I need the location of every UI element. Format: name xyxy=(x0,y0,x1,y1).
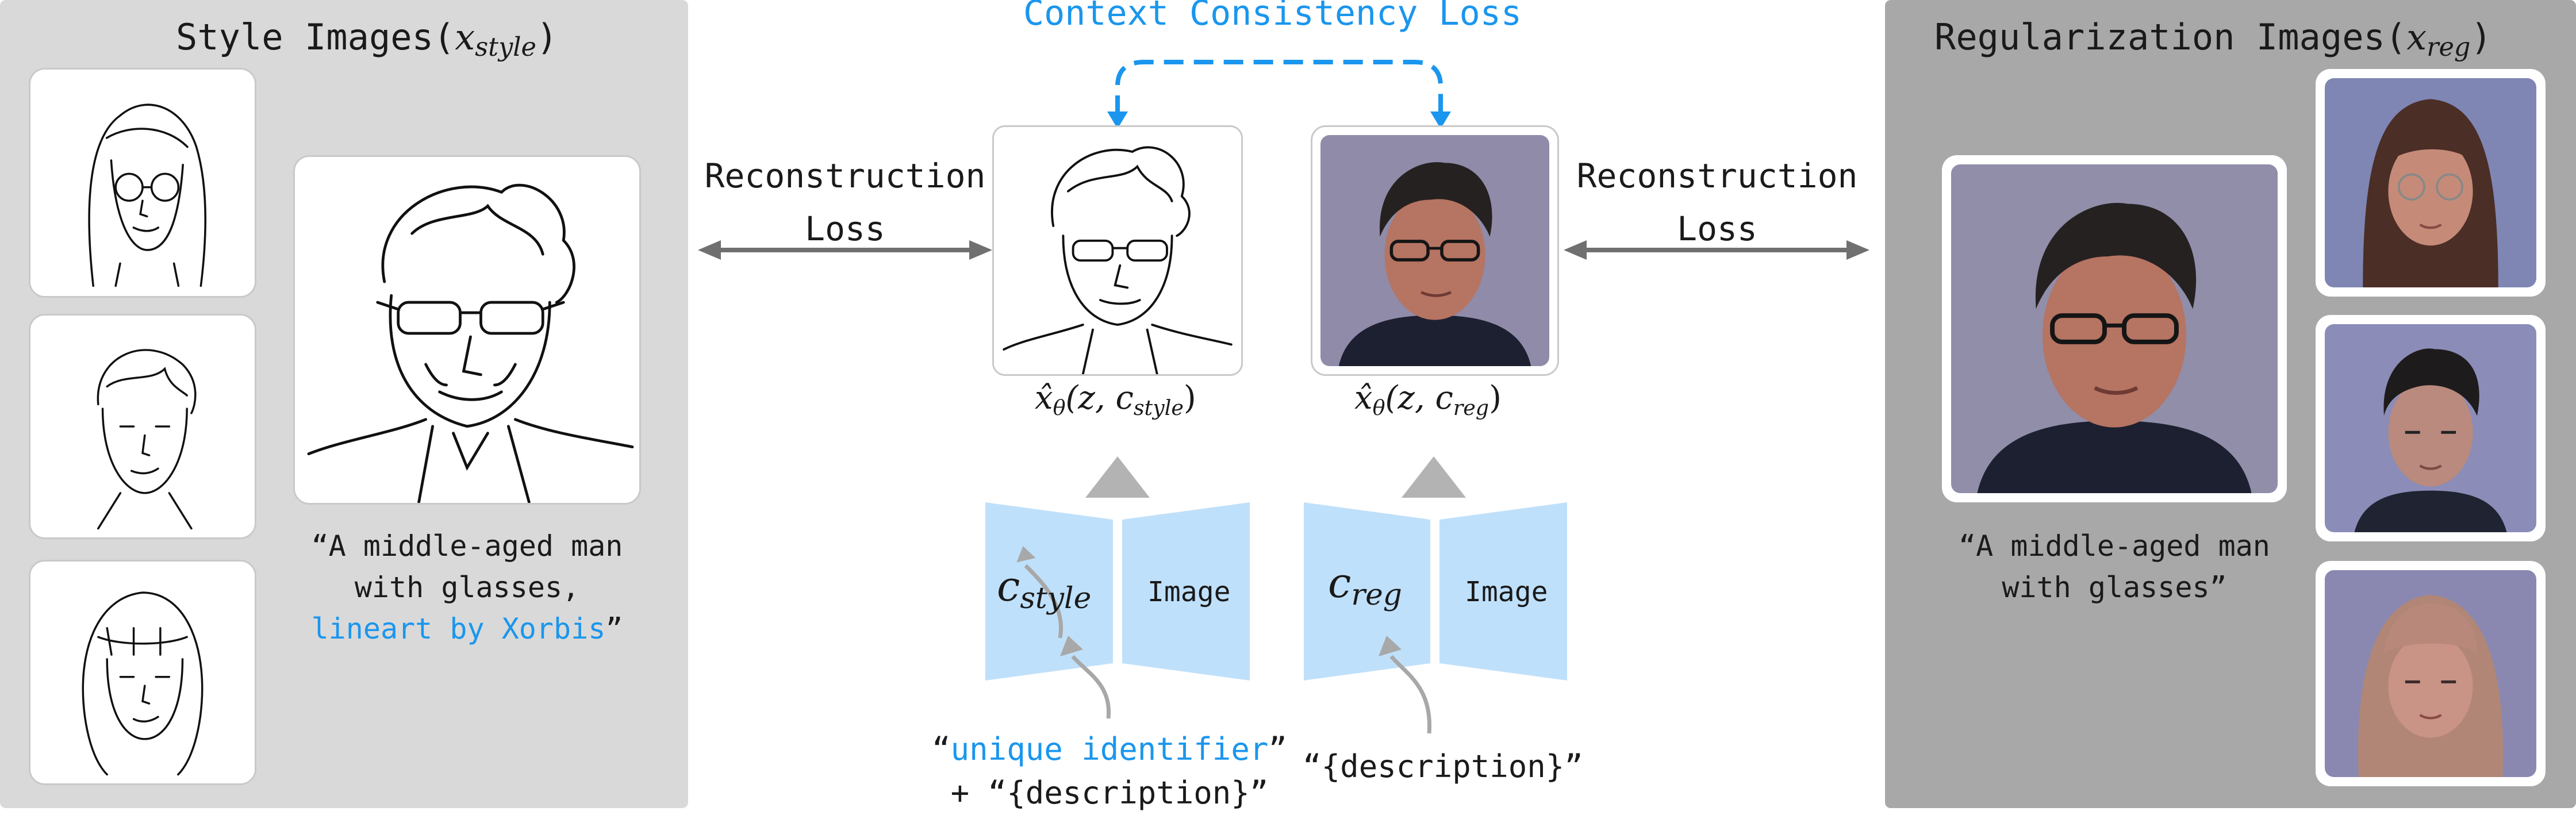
prompt-arrow-left xyxy=(1060,636,1111,719)
encoder-style-image-label: Image xyxy=(1147,576,1231,608)
reg-image-woman-glasses xyxy=(2316,69,2546,297)
style-image-woman-bangs xyxy=(29,560,256,785)
style-caption: “A middle-aged man with glasses, lineart… xyxy=(311,529,623,645)
prompt-reg: “{description}” xyxy=(1303,748,1583,785)
style-image-woman-long-hair xyxy=(29,68,256,298)
encoder-style-condition: cstyle xyxy=(997,562,1092,616)
prompt-style: “unique identifier” + “{description}” xyxy=(932,731,1287,811)
style-image-middle-aged-man xyxy=(293,155,641,505)
style-image-young-man xyxy=(29,314,256,539)
reg-image-young-man xyxy=(2316,315,2546,541)
encoder-reg-condition: creg xyxy=(1328,559,1402,612)
reg-image-woman-blonde xyxy=(2316,561,2546,786)
regularization-images-title: Regularization Images(xreg) xyxy=(1934,16,2492,63)
reg-image-middle-aged-man xyxy=(1942,155,2287,502)
encoder-style xyxy=(985,502,1250,681)
reconstruction-arrow-right xyxy=(1564,240,1869,260)
reconstruction-loss-right: Reconstruction Loss xyxy=(1576,156,1858,248)
context-consistency-arrow xyxy=(1107,60,1451,129)
regularization-caption: “A middle-aged man with glasses” xyxy=(1959,529,2270,604)
reconstruction-loss-left: Reconstruction Loss xyxy=(704,156,986,248)
formula-reg-output: x̂θ(z, creg) xyxy=(1354,379,1502,420)
style-images-title: Style Images(xstyle) xyxy=(176,16,558,63)
generated-reg-image xyxy=(1311,125,1559,376)
generated-style-image xyxy=(992,125,1243,376)
encoder-reg xyxy=(1304,502,1567,681)
formula-style-output: x̂θ(z, cstyle) xyxy=(1035,379,1196,420)
context-consistency-loss-label: Context Consistency Loss xyxy=(1023,0,1522,33)
encoder-reg-image-label: Image xyxy=(1465,576,1548,608)
reconstruction-arrow-left xyxy=(698,240,992,260)
output-arrow-right xyxy=(1402,456,1466,498)
output-arrow-left xyxy=(1085,456,1150,498)
prompt-arrow-right xyxy=(1379,636,1432,734)
